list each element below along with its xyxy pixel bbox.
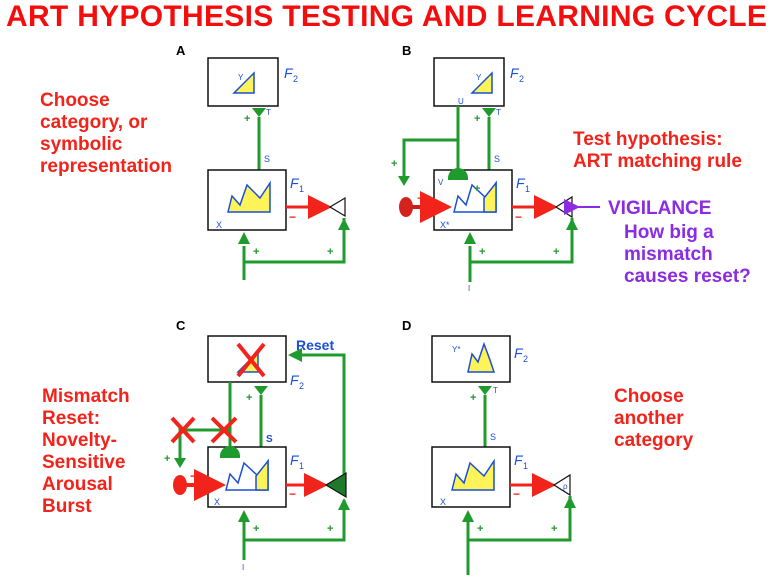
panel-b: B Y F 2 U + T S V + F 1 X* + <box>391 43 600 293</box>
svg-text:T: T <box>496 108 501 117</box>
f2-box <box>207 335 287 383</box>
svg-text:X: X <box>214 497 220 507</box>
svg-text:2: 2 <box>519 74 524 84</box>
svg-text:ρ: ρ <box>565 204 570 213</box>
nonspecific-gain-path <box>402 138 458 176</box>
svg-text:1: 1 <box>525 184 530 194</box>
svg-text:+: + <box>479 246 485 258</box>
f2-prototype <box>470 71 493 94</box>
t-arrowhead <box>252 108 266 117</box>
svg-text:2: 2 <box>523 354 528 364</box>
svg-text:+: + <box>164 453 170 465</box>
note-vigilance: VIGILANCE <box>608 198 712 219</box>
svg-text:+: + <box>391 158 397 170</box>
svg-text:1: 1 <box>299 461 304 471</box>
svg-text:F: F <box>514 345 524 361</box>
vigilance-node <box>554 195 573 219</box>
inhibited-cross <box>170 416 196 444</box>
svg-text:F: F <box>284 65 294 81</box>
svg-text:+: + <box>327 523 333 535</box>
svg-text:X: X <box>440 497 446 507</box>
panel-d: D Y* F 2 + T S F 1 X − ρ + + <box>402 318 576 575</box>
f2-box <box>207 57 279 107</box>
svg-text:U: U <box>458 97 464 106</box>
svg-text:+: + <box>470 392 476 404</box>
arousal-source <box>173 475 187 495</box>
svg-text:S: S <box>490 432 496 442</box>
svg-text:−: − <box>190 469 197 483</box>
svg-text:S: S <box>266 434 273 445</box>
svg-text:S: S <box>264 154 270 164</box>
svg-text:2: 2 <box>299 381 304 391</box>
svg-text:S: S <box>494 154 500 164</box>
svg-text:+: + <box>253 246 259 258</box>
svg-text:+: + <box>474 183 480 195</box>
svg-text:+: + <box>553 246 559 258</box>
svg-text:+: + <box>474 113 480 125</box>
panel-c: C F 2 Reset + S + F 1 X <box>164 318 350 572</box>
f2-box <box>433 57 505 107</box>
svg-text:X*: X* <box>440 220 450 230</box>
svg-text:T: T <box>266 108 271 117</box>
svg-text:F: F <box>290 452 300 468</box>
note-vigilance-question: How big a mismatch causes reset? <box>624 222 751 287</box>
note-mismatch-reset: Mismatch Reset: Novelty- Sensitive Arous… <box>42 386 130 517</box>
panel-d-label: D <box>402 318 411 333</box>
svg-text:F: F <box>516 175 526 191</box>
svg-text:1: 1 <box>299 184 304 194</box>
svg-text:F: F <box>290 372 300 388</box>
page-title: ART HYPOTHESIS TESTING AND LEARNING CYCL… <box>6 0 768 33</box>
reset-label: Reset <box>296 337 334 353</box>
svg-text:+: + <box>246 392 252 404</box>
svg-text:X: X <box>216 220 222 230</box>
svg-text:+: + <box>253 523 259 535</box>
panel-a: A Y F 2 + T S F 1 X − + + <box>176 43 350 280</box>
reset-path <box>302 353 346 476</box>
input-paths <box>468 218 574 282</box>
svg-text:−: − <box>417 191 424 205</box>
svg-text:T: T <box>493 386 498 395</box>
svg-text:+: + <box>477 523 483 535</box>
f2-prototype <box>232 71 255 94</box>
svg-text:F: F <box>510 65 520 81</box>
svg-text:F: F <box>290 175 300 191</box>
f1-pattern <box>227 180 271 213</box>
svg-text:Y: Y <box>476 73 482 82</box>
note-choose-another: Choose another category <box>614 386 694 451</box>
svg-text:+: + <box>551 523 557 535</box>
svg-text:F: F <box>514 452 524 468</box>
svg-text:−: − <box>289 487 296 501</box>
svg-text:Y*: Y* <box>452 345 460 354</box>
reset-cross <box>236 342 266 378</box>
svg-text:−: − <box>289 210 296 224</box>
panel-b-label: B <box>402 43 411 58</box>
svg-text:V: V <box>438 178 444 187</box>
f1-pattern <box>451 458 495 491</box>
vigilance-node <box>552 473 571 497</box>
f1-match <box>483 180 497 213</box>
panel-a-label: A <box>176 43 186 58</box>
inhibited-cross <box>210 416 238 444</box>
svg-text:−: − <box>513 487 520 501</box>
svg-text:ρ: ρ <box>563 482 568 491</box>
matching-gate <box>448 168 468 180</box>
vigilance-node <box>328 196 346 218</box>
vigilance-node-active <box>324 471 347 499</box>
svg-text:+: + <box>244 113 250 125</box>
input-paths <box>242 218 346 280</box>
svg-text:1: 1 <box>523 461 528 471</box>
svg-text:−: − <box>515 210 522 224</box>
note-test-hypothesis: Test hypothesis: ART matching rule <box>573 129 742 172</box>
svg-text:I: I <box>468 284 470 293</box>
note-choose-category: Choose category, or symbolic representat… <box>40 90 172 177</box>
svg-text:Y: Y <box>238 73 244 82</box>
svg-text:+: + <box>327 246 333 258</box>
panel-c-label: C <box>176 318 186 333</box>
svg-text:2: 2 <box>293 74 298 84</box>
f2-new-category <box>467 341 496 373</box>
svg-text:I: I <box>242 563 244 572</box>
arousal-source <box>399 197 413 217</box>
